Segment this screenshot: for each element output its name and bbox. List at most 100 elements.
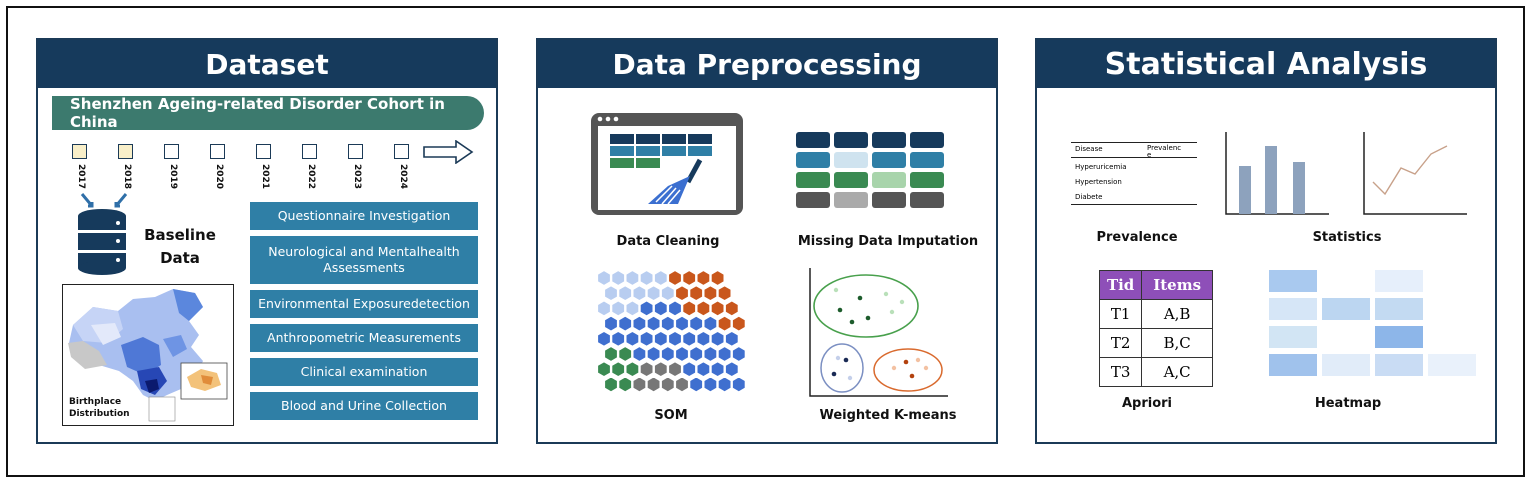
year-box: [118, 144, 133, 159]
som-hex: [597, 300, 611, 317]
grid-cell: [796, 172, 830, 188]
year-box: [164, 144, 179, 159]
som-hex: [639, 330, 654, 347]
som-hex: [660, 315, 675, 332]
som-hex: [731, 315, 746, 332]
birthplace-map: Birthplace Distribution: [62, 284, 234, 426]
som-hex: [710, 361, 725, 378]
year-box: [72, 144, 87, 159]
year-label: 2020: [214, 164, 224, 190]
year-label: 2017: [76, 164, 86, 190]
som-hex: [653, 270, 668, 286]
apriori-cell: A,B: [1141, 299, 1213, 329]
heatmap-label: Heatmap: [1314, 396, 1382, 411]
som-hex: [639, 300, 654, 317]
som-hex: [668, 361, 682, 378]
heatmap-cell: [1375, 354, 1423, 376]
down-arrows-icon: [80, 193, 128, 208]
heatmap-cell: [1322, 354, 1370, 376]
som-hex: [717, 376, 732, 393]
analysis-title: Statistical Analysis: [1037, 40, 1495, 88]
baseline-data-label: Baseline Data: [144, 226, 216, 267]
som-hex: [611, 330, 626, 347]
year-box: [302, 144, 317, 159]
heatmap-cell: [1269, 298, 1317, 320]
apriori-label: Apriori: [1121, 396, 1173, 411]
som-hex: [632, 376, 647, 393]
china-map-icon: [68, 289, 228, 422]
database-icon: [78, 209, 126, 275]
som-hex: [724, 361, 739, 378]
dataset-title: Dataset: [38, 40, 496, 88]
som-hex: [604, 346, 618, 362]
som-hex: [660, 285, 675, 302]
som-hex: [668, 330, 682, 347]
data-cleaning-label: Data Cleaning: [616, 234, 720, 249]
prev-header-prevalence: Prevalenc e: [1147, 144, 1182, 159]
som-hex: [703, 376, 718, 393]
som-hex: [682, 361, 697, 378]
som-hex: [703, 346, 718, 362]
grid-cell: [872, 192, 906, 208]
som-hex: [689, 346, 704, 362]
apriori-cell: T3: [1098, 357, 1143, 387]
som-hex: [625, 330, 640, 347]
som-hex: [611, 270, 626, 286]
som-hex: [625, 361, 640, 378]
som-hex: [646, 315, 661, 332]
som-hex: [717, 315, 732, 332]
som-hex: [703, 285, 718, 302]
apriori-cell: T1: [1098, 299, 1143, 329]
som-hex: [710, 330, 725, 347]
som-hex: [682, 330, 697, 347]
year-label: 2022: [306, 164, 316, 190]
collection-item: Questionnaire Investigation: [250, 202, 478, 230]
birthplace-label: Birthplace Distribution: [69, 397, 130, 419]
som-hex: [703, 315, 718, 332]
heatmap-cell: [1375, 326, 1423, 348]
som-hex: [618, 376, 633, 393]
kmeans-cluster-icon: [809, 268, 948, 397]
som-hex: [689, 315, 704, 332]
analysis-panel: Statistical Analysis Disease Prevalenc e…: [1035, 38, 1497, 444]
som-hex: [689, 285, 704, 302]
som-hex: [597, 270, 611, 286]
apriori-cell: T2: [1098, 328, 1143, 358]
som-hex: [653, 330, 668, 347]
grid-cell: [910, 172, 944, 188]
som-hex: [660, 376, 675, 393]
grid-cell: [910, 132, 944, 148]
som-hex: [618, 346, 633, 362]
som-hex: [696, 300, 711, 317]
apriori-header: Tid: [1098, 270, 1143, 300]
som-hex: [668, 300, 682, 317]
year-label: 2018: [122, 164, 132, 190]
som-hex: [646, 346, 661, 362]
grid-cell: [796, 152, 830, 168]
collection-item: Anthropometric Measurements: [250, 324, 478, 352]
som-hex: [717, 285, 732, 302]
heatmap-cell: [1269, 270, 1317, 292]
dataset-panel: Dataset Shenzhen Ageing-related Disorder…: [36, 38, 498, 444]
year-box: [348, 144, 363, 159]
som-hex: [675, 346, 689, 362]
heatmap-cell: [1428, 354, 1476, 376]
som-hex: [724, 300, 739, 317]
som-label: SOM: [654, 408, 688, 423]
grid-cell: [910, 152, 944, 168]
grid-cell: [910, 192, 944, 208]
som-hex: [696, 361, 711, 378]
som-hex: [611, 300, 626, 317]
prev-row: Diabete: [1075, 193, 1103, 201]
year-label: 2019: [168, 164, 178, 190]
som-hex: [731, 376, 746, 393]
collection-item: Blood and Urine Collection: [250, 392, 478, 420]
som-hex: [717, 346, 732, 362]
grid-cell: [834, 192, 868, 208]
prev-row: Hypertension: [1075, 178, 1122, 186]
apriori-cell: B,C: [1141, 328, 1213, 358]
grid-cell: [872, 152, 906, 168]
som-hex: [632, 285, 647, 302]
year-box: [210, 144, 225, 159]
